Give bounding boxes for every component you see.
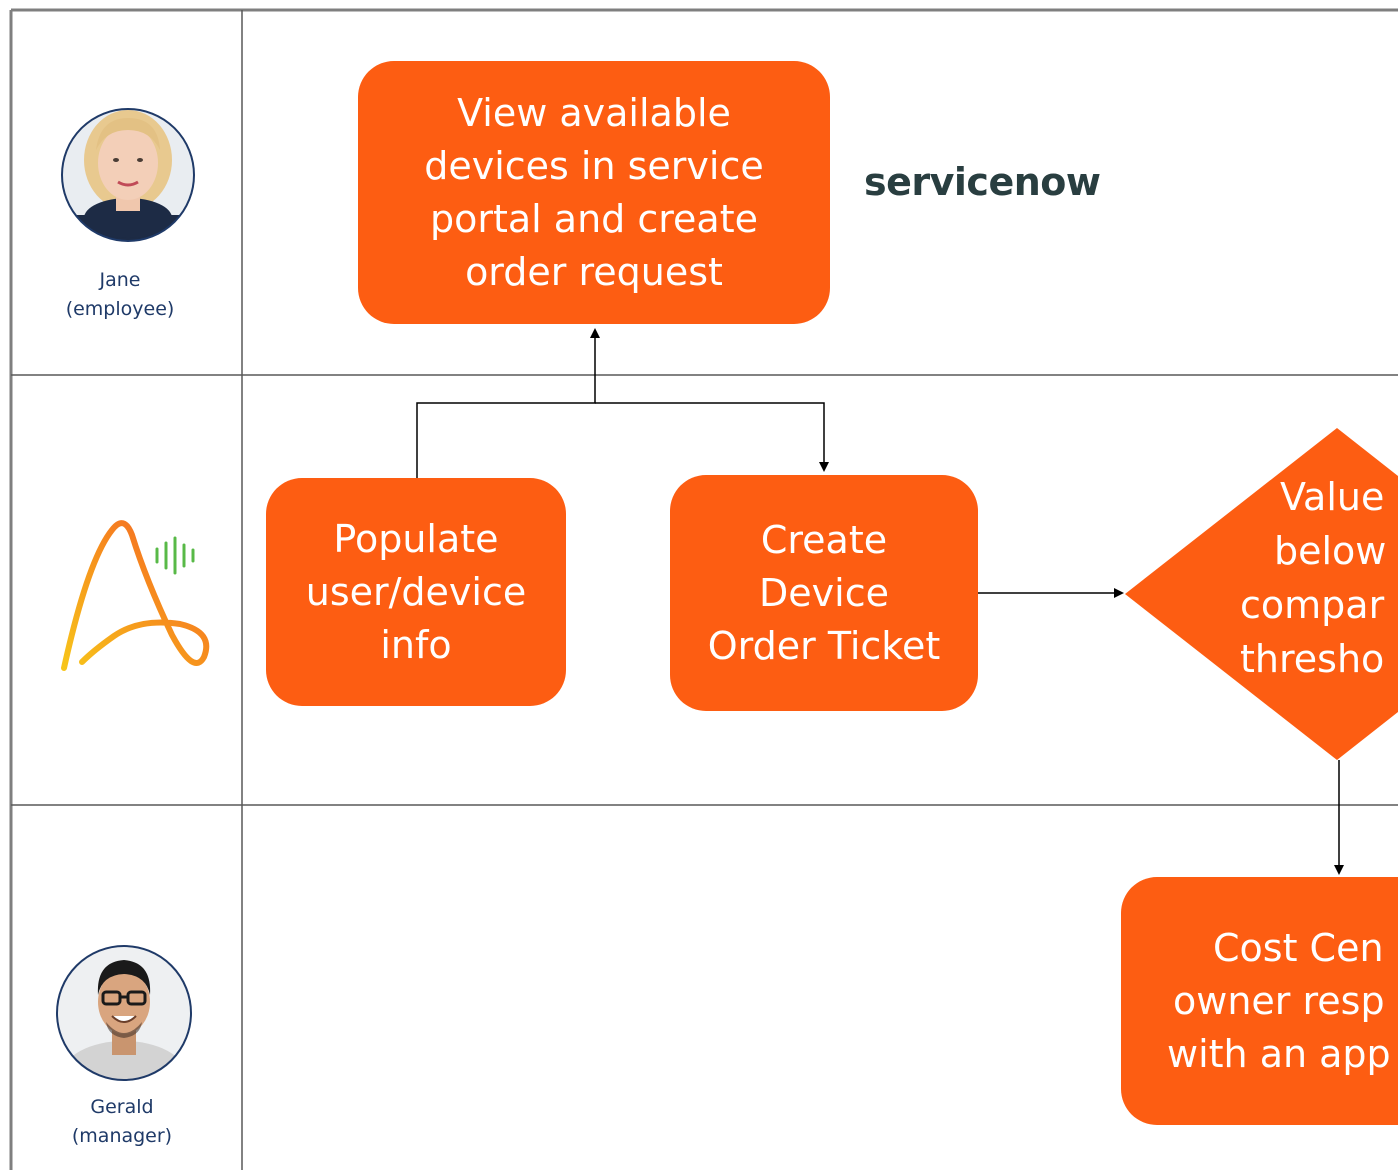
servicenow-logo: servicenow	[864, 160, 1101, 204]
step-create-ticket-line-2: Device	[759, 570, 889, 615]
value-decision-line-1: Value	[1280, 475, 1385, 519]
value-decision-line-3: compar	[1240, 583, 1385, 627]
step-view-devices-line-3: portal and create	[429, 196, 758, 241]
step-cost-center-line-1: Cost Cen	[1213, 925, 1384, 970]
value-decision-diamond	[1125, 428, 1398, 760]
gerald-avatar	[56, 945, 192, 1081]
connectors	[416, 328, 1344, 875]
step-view-devices: View available devices in service portal…	[358, 61, 830, 324]
step-populate-info-line-2: user/device	[305, 569, 527, 614]
step-view-devices-line-4: order request	[465, 249, 723, 294]
jane-avatar	[61, 108, 195, 242]
step-cost-center-line-3: with an app	[1167, 1031, 1391, 1076]
step-populate-info-line-3: info	[380, 622, 452, 667]
value-decision-line-4: thresho	[1240, 637, 1385, 681]
lane-role-gerald: (manager)	[71, 1125, 173, 1147]
step-create-ticket-line-1: Create	[760, 517, 888, 562]
step-view-devices-line-2: devices in service	[424, 143, 764, 188]
automation-anywhere-logo-icon	[61, 520, 210, 671]
lane-name-gerald: Gerald	[90, 1096, 154, 1118]
connector-populate-to-view	[416, 328, 600, 478]
step-view-devices-line-1: View available	[457, 90, 731, 135]
connector-branch-to-create	[595, 402, 829, 472]
step-cost-center: Cost Cen owner resp with an app	[1121, 877, 1398, 1125]
step-populate-info: Populate user/device info	[266, 478, 566, 706]
step-cost-center-line-2: owner resp	[1173, 978, 1385, 1023]
step-populate-info-line-1: Populate	[333, 516, 499, 561]
lane-name-jane: Jane	[99, 269, 141, 291]
step-create-ticket: Create Device Order Ticket	[670, 475, 978, 711]
lane-role-jane: (employee)	[65, 298, 175, 320]
value-decision-line-2: below	[1274, 529, 1387, 573]
swimlane-grid	[9, 8, 1398, 1170]
value-decision-text: Value below compar thresho	[1232, 470, 1398, 686]
step-create-ticket-line-3: Order Ticket	[707, 623, 941, 668]
lane-label-jane: Jane (employee)	[40, 266, 200, 324]
lane-label-gerald: Gerald (manager)	[42, 1093, 202, 1151]
